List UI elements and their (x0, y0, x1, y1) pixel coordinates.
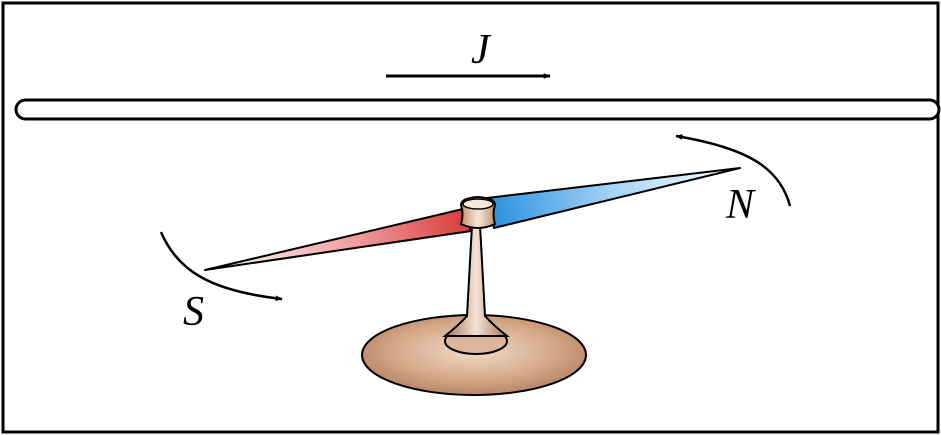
compass-pillar (442, 224, 510, 337)
pivot-cap-top (462, 198, 494, 210)
current-label: J (471, 27, 492, 73)
south-label: S (183, 289, 204, 335)
south-rotation-arrow (159, 231, 283, 302)
north-label: N (725, 182, 756, 228)
north-rotation-arrow (675, 134, 792, 207)
wire (14, 98, 941, 121)
